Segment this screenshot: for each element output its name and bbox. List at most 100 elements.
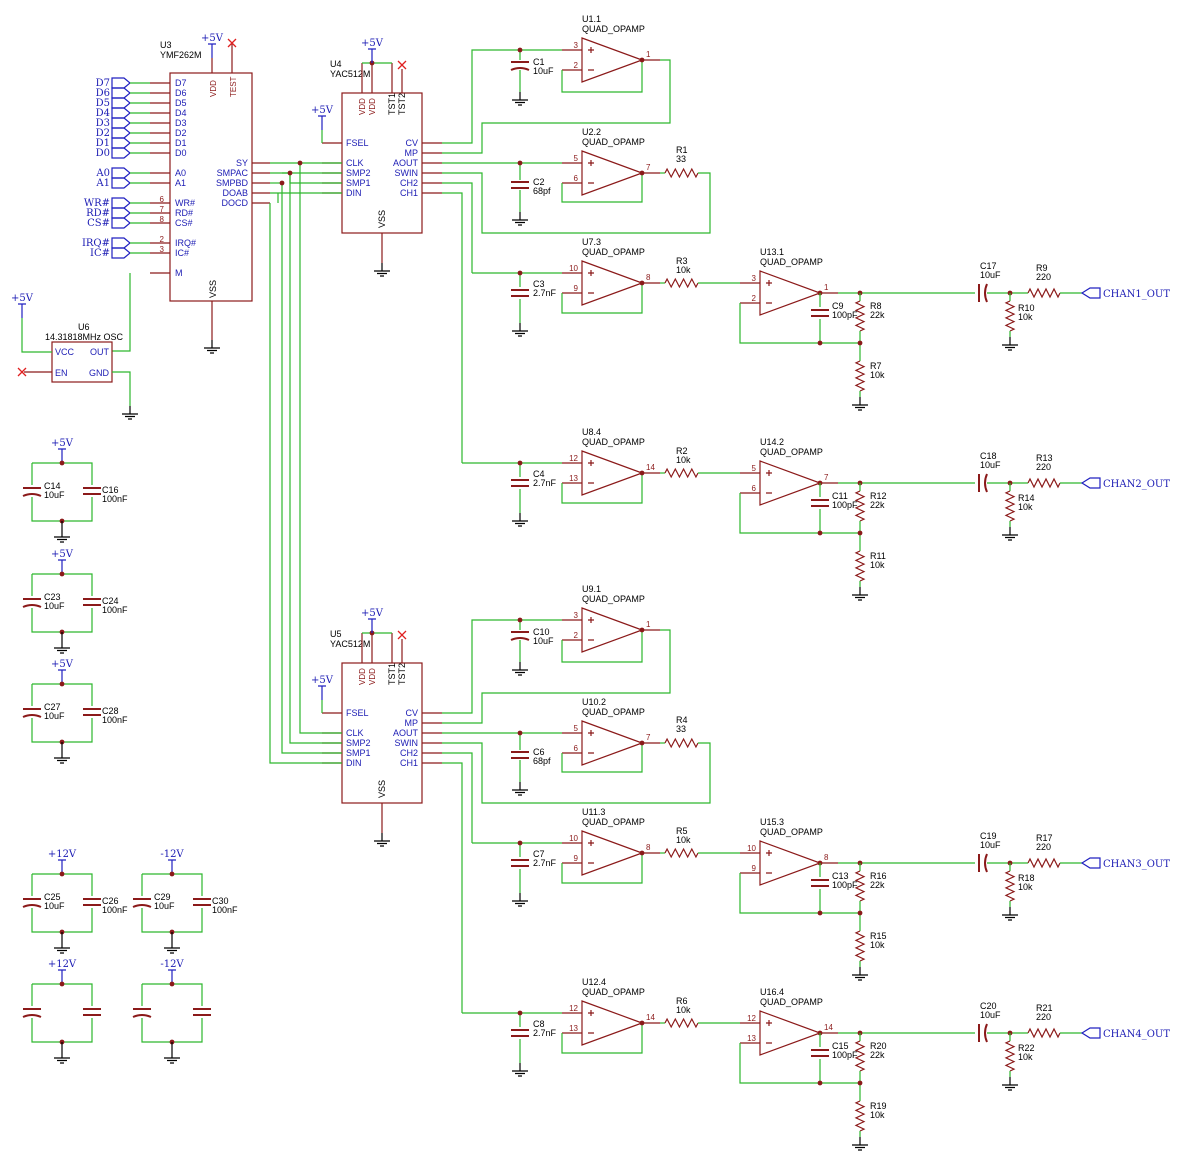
opamp-pins	[740, 282, 838, 304]
port-1: D6	[96, 87, 150, 99]
opamp-pin-number: 12	[569, 1004, 578, 1013]
power-label: +5V	[361, 608, 384, 619]
port-label: D0	[96, 148, 110, 159]
opamp-ref: U14.2	[760, 437, 784, 447]
opamp-triangle	[581, 450, 644, 496]
opamp-value: QUAD_OPAMP	[582, 137, 645, 147]
u3-pin-number: 6	[160, 195, 165, 204]
u3-body	[169, 72, 253, 302]
opamp-pin-number: 6	[574, 744, 579, 753]
junction-dot	[517, 47, 523, 53]
component-value: 10k	[676, 455, 691, 465]
u5-yac512m-value: YAC512M	[330, 639, 370, 649]
u3-pin-7: D0	[175, 148, 187, 158]
opamp-pin-number: 10	[569, 264, 578, 273]
wire	[442, 182, 473, 273]
u3-pin-number: 7	[160, 205, 165, 214]
opamp-ref: U15.3	[760, 817, 784, 827]
opamp-pin-number: 3	[574, 611, 579, 620]
component-ref: C3	[533, 279, 545, 289]
opamp-pins	[562, 462, 660, 484]
opamp-pin-number: 2	[574, 61, 579, 70]
wire	[442, 619, 562, 714]
u6-pin: EN	[55, 368, 68, 378]
no-connect-mark	[397, 60, 407, 70]
junction-dot	[639, 850, 645, 856]
power-label: -12V	[160, 959, 184, 970]
component-ref: R1	[676, 145, 688, 155]
ground-symbol	[374, 833, 390, 847]
component-value: 10uF	[44, 490, 65, 500]
output-port: CHAN2_OUT	[1080, 477, 1170, 490]
junction-dot	[517, 1010, 523, 1016]
ground-symbol	[122, 406, 138, 420]
power-symbol: +12V	[48, 959, 77, 984]
component-value: 10uF	[980, 1010, 1001, 1020]
capacitor-plate	[984, 853, 988, 873]
component-ref: R3	[676, 256, 688, 266]
opamp-pin-number: 8	[646, 273, 651, 282]
port-label: IRQ#	[82, 238, 110, 249]
dac-left-pin: DIN	[346, 188, 362, 198]
resistor-body	[854, 1100, 866, 1132]
component-ref: R16	[870, 871, 887, 881]
wire	[141, 983, 203, 1043]
power-symbol: +5V	[361, 38, 384, 63]
opamp-pins	[562, 272, 660, 294]
opamp-pin-number: 12	[569, 454, 578, 463]
component-ref: R4	[676, 715, 688, 725]
dac-right-pin: AOUT	[393, 158, 419, 168]
opamp-pins	[562, 1012, 660, 1034]
u3-pin-11: RD#	[175, 208, 193, 218]
opamp-pin-number: 14	[646, 463, 655, 472]
opamp-triangle	[759, 1010, 822, 1056]
port-6: D1	[96, 137, 150, 149]
ground-symbol	[512, 893, 528, 907]
component-value: 10k	[676, 1005, 691, 1015]
component-value: 100pF	[832, 500, 858, 510]
component-value: 10k	[870, 560, 885, 570]
component-value: 100pF	[832, 1050, 858, 1060]
component-ref: C26	[102, 896, 119, 906]
dac-left-pin: SMP2	[346, 168, 371, 178]
dac-left-pin: FSEL	[346, 708, 369, 718]
u6-body	[51, 341, 113, 383]
wire	[442, 629, 671, 724]
u4-yac512m-value: YAC512M	[330, 69, 370, 79]
component-value: 100nF	[102, 494, 128, 504]
port-label: D7	[96, 78, 110, 89]
component-ref: C15	[832, 1041, 849, 1051]
junction-dot	[817, 340, 823, 346]
resistor-body	[854, 360, 866, 392]
power-label: +5V	[51, 549, 74, 560]
dac-left-pin: SMP1	[346, 748, 371, 758]
component-value: 33	[676, 154, 686, 164]
component-ref: R5	[676, 826, 688, 836]
junction-dot	[59, 460, 65, 466]
ground-symbol	[54, 640, 70, 654]
dac-tst2: TST2	[397, 663, 407, 685]
u3-pin-8: A0	[175, 168, 186, 178]
opamp-pin-number: 1	[646, 50, 651, 59]
component-value: 2.7nF	[533, 858, 557, 868]
component-value: 22k	[870, 310, 885, 320]
component-ref: C4	[533, 469, 545, 479]
power-label: +5V	[11, 293, 34, 304]
u3-right-pin-1: SMPAC	[217, 168, 249, 178]
u3-right-pin-3: DOAB	[222, 188, 248, 198]
power-symbol: +5V	[51, 438, 74, 463]
port-13: IRQ#	[82, 237, 150, 249]
ground-symbol	[512, 662, 528, 676]
wire	[442, 742, 711, 804]
power-symbol: +5V	[361, 608, 384, 633]
opamp-ref: U11.3	[582, 807, 605, 817]
power-symbol: +5V	[11, 293, 34, 318]
opamp-triangle	[759, 270, 822, 316]
port-0: D7	[96, 77, 150, 89]
port-14: IC#	[90, 247, 150, 259]
opamp-value: QUAD_OPAMP	[582, 247, 645, 257]
opamp-pins	[562, 162, 660, 184]
port-label: IC#	[90, 248, 110, 259]
